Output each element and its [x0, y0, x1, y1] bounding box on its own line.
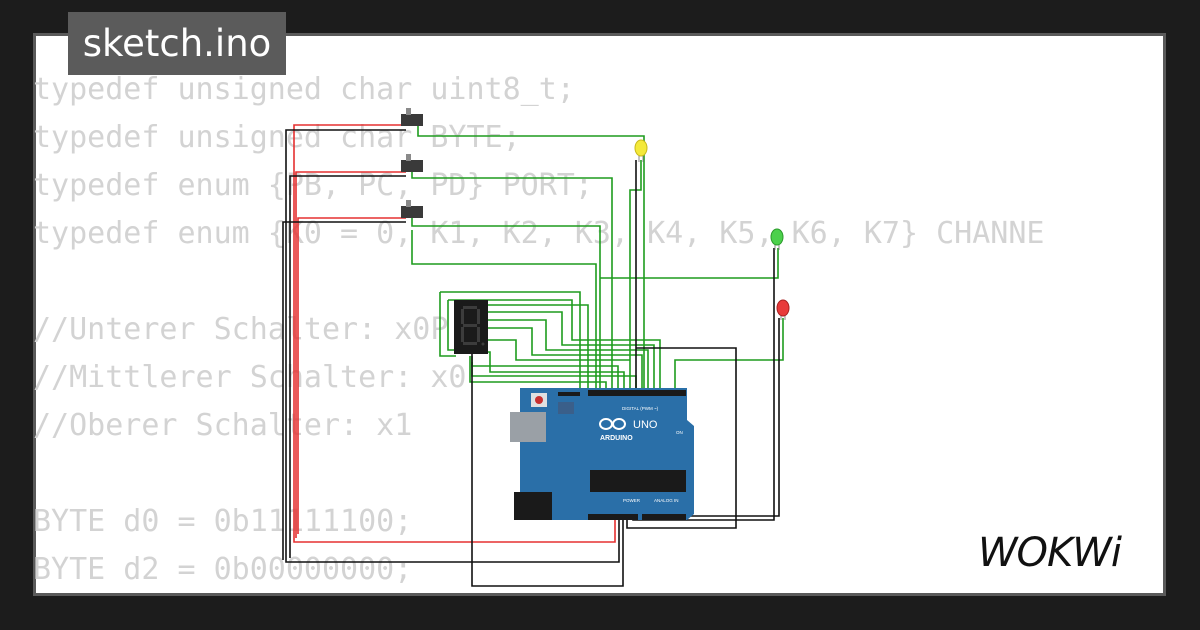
code-background: typedef unsigned char uint8_t;typedef un… [33, 66, 1097, 587]
board-brand: UNO [633, 419, 658, 431]
atmega-chip [590, 470, 686, 492]
code-line: typedef enum {PB, PC, PD} PORT; [33, 168, 593, 203]
reset-button[interactable] [535, 396, 543, 404]
slide-switch-top[interactable] [401, 108, 423, 126]
power-jack [514, 492, 552, 520]
arduino-uno-board[interactable]: UNO ARDUINO DIGITAL (PWM ~) ANALOG IN PO… [510, 388, 694, 520]
power-header [588, 514, 638, 520]
code-line: typedef unsigned char uint8_t; [33, 72, 575, 107]
slide-switch-middle[interactable] [401, 154, 423, 172]
sketch-file-tab[interactable]: sketch.ino [68, 12, 286, 75]
power-label: POWER [623, 498, 641, 503]
led-red[interactable] [776, 299, 790, 320]
led-green[interactable] [770, 228, 784, 250]
code-line: typedef unsigned char BYTE; [33, 120, 521, 155]
red-wires [293, 124, 616, 543]
digital-header [588, 390, 686, 396]
logo-text: WOKWi [978, 530, 1122, 576]
code-line: BYTE d0 = 0b11111100; [33, 504, 413, 539]
wokwi-logo: WOKWi [978, 530, 1123, 576]
board-maker: ARDUINO [600, 435, 633, 442]
slide-switch-bottom[interactable] [401, 200, 423, 218]
code-line: typedef enum {K0 = 0, K1, K2, K3, K4, K5… [33, 216, 1045, 251]
code-line: BYTE d2 = 0b00000000; [33, 552, 413, 587]
arduino-logo-icon [599, 418, 626, 430]
led-yellow[interactable] [634, 139, 648, 162]
analog-label: ANALOG IN [654, 498, 679, 503]
code-line: //Mittlerer Schalter: x0 [33, 360, 467, 395]
code-line: //Oberer Schalter: x1 [33, 408, 413, 443]
code-line: //Unterer Schalter: x0P [33, 312, 449, 347]
usb-port [510, 412, 546, 442]
on-label: ON [676, 430, 683, 435]
analog-header [642, 514, 686, 520]
digital-label: DIGITAL (PWM ~) [622, 406, 659, 411]
seven-segment-display[interactable] [454, 300, 488, 354]
